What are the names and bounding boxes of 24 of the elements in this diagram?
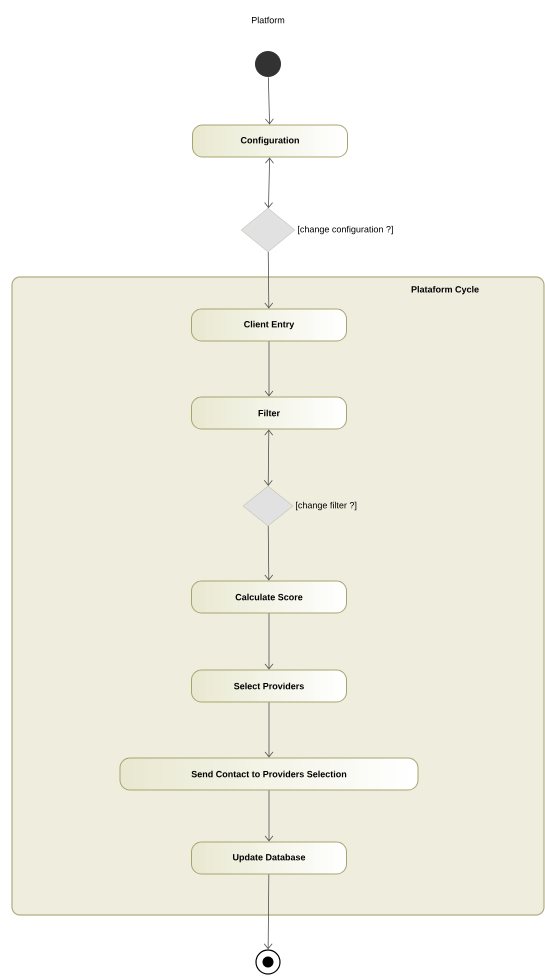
action-box: Filter <box>191 396 347 430</box>
arrow <box>264 430 274 486</box>
arrow <box>264 526 274 580</box>
arrow <box>264 874 273 950</box>
guard-label: [change filter ?] <box>296 502 356 510</box>
decision-diamond <box>240 208 296 252</box>
final-node <box>255 949 281 975</box>
action-box: Client Entry <box>191 308 347 342</box>
diagram-title: Platform <box>252 16 284 24</box>
action-box: Update Database <box>191 842 347 874</box>
guard-label: [change configuration ?] <box>298 226 393 234</box>
initial-node <box>255 51 281 78</box>
arrow <box>265 76 274 124</box>
arrow <box>264 252 274 309</box>
arrow <box>264 341 274 397</box>
action-box: Calculate Score <box>191 580 347 614</box>
arrow <box>264 790 274 842</box>
action-box: Configuration <box>192 124 348 158</box>
arrow <box>264 613 274 670</box>
decision-diamond <box>242 486 294 526</box>
action-box: Send Contact to Providers Selection <box>120 758 418 790</box>
arrow <box>264 702 274 758</box>
arrow <box>264 158 274 208</box>
action-box: Select Providers <box>191 670 347 702</box>
